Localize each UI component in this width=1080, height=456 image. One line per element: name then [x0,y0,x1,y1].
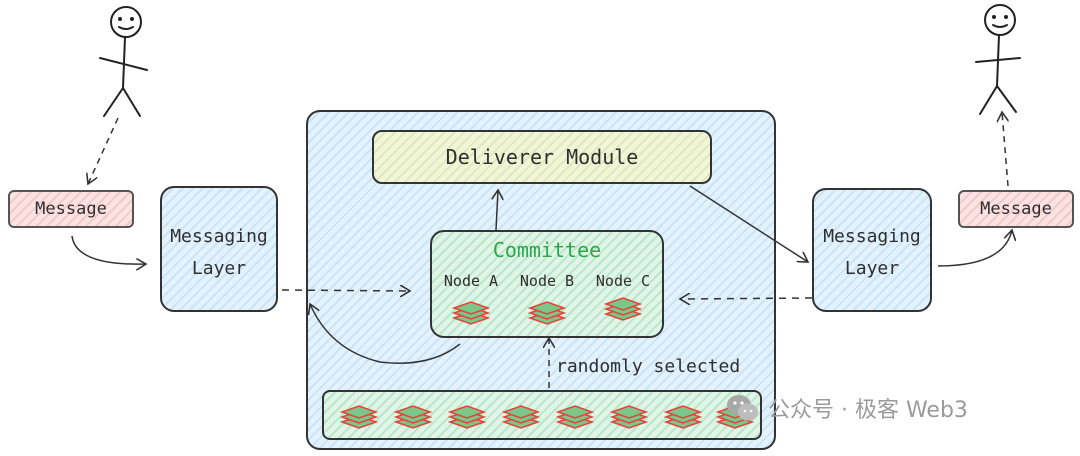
pool-node-stack-icon [610,405,648,429]
left-messaging-layer-box [160,186,278,312]
arrow-sender-to-message [88,117,119,184]
arrow-committee-to-deliverer [496,190,498,231]
deliverer-module-box [372,130,712,184]
arrow-deliverer-to-layer [689,185,808,262]
deliverer-module-label: Deliverer Module [445,145,639,169]
pool-node-stack-icon [556,405,594,429]
sender-person-icon [99,6,148,117]
node-a-label: Node A [443,272,499,290]
node-b-label: Node B [519,272,575,290]
node-c-stack-icon [604,297,642,321]
arrow-committee-to-layer [310,304,461,364]
left-messaging-layer-line1: Messaging [170,226,268,247]
arrow-message-to-receiver [1002,112,1008,187]
receiver-person-icon [975,4,1021,115]
pool-node-stack-icon [502,405,540,429]
arrow-layer-to-message [937,230,1012,267]
left-message-box [8,190,134,228]
watermark-text: 公众号 · 极客 Web3 [768,398,968,423]
left-messaging-layer-line2: Layer [191,258,247,279]
right-messaging-layer-box [812,188,932,312]
arrow-right-layer-to-committee [680,298,813,299]
node-pool-box [322,390,762,440]
right-messaging-layer-line1: Messaging [823,226,921,247]
pool-node-stack-icon [394,405,432,429]
right-message-box [958,190,1074,228]
arrow-layer-to-committee [281,290,410,291]
randomly-selected-label: randomly selected [556,356,741,377]
watermark: 公众号 · 极客 Web3 [726,392,968,424]
node-b-stack-icon [528,301,566,325]
left-message-label: Message [35,199,107,219]
wechat-icon [727,395,758,421]
right-messaging-layer-line2: Layer [844,258,900,279]
node-c-label: Node C [595,272,651,290]
committee-title: Committee [492,238,602,262]
pool-node-stack-icon [340,405,378,429]
arrow-message-to-layer [71,235,146,264]
right-message-label: Message [980,199,1052,219]
node-a-stack-icon [452,301,490,325]
pool-node-stack-icon [664,405,702,429]
pool-node-stack-icon [448,405,486,429]
